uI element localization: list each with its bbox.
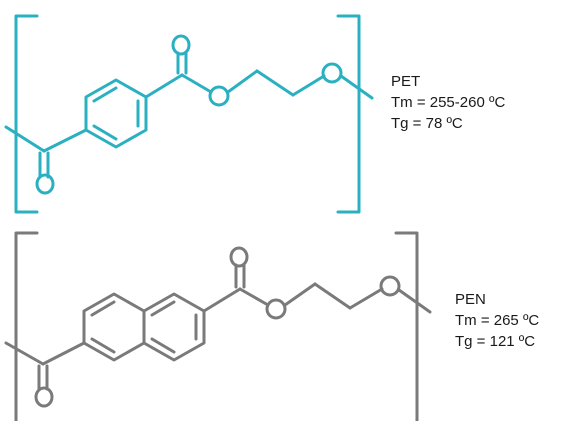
pet-melting-temperature: Tm = 255-260 ºC [391,94,506,111]
pen-right-bond [397,288,432,314]
pen-ester-oxygen [265,298,287,320]
pet-carbonyl-ring-bond-left [42,128,88,153]
pet-ethylene-bond-2 [255,69,295,97]
pet-ring-inner-1 [92,86,118,103]
pen-left-bracket [14,231,39,421]
pet-name: PET [391,73,421,90]
pen-ester-bond [238,287,270,307]
pet-ester-oxygen [208,85,230,107]
pen-glass-transition-temperature: Tg = 121 ºC [455,333,536,350]
pen-ethylene-bond-1 [283,282,317,307]
pen-left-bond [4,341,45,366]
pen-carbonyl-oxygen-left [34,386,54,408]
pen-carbonyl-oxygen-right [229,246,249,268]
pet-right-bracket [336,14,361,214]
pet-right-bond [339,74,374,100]
pet-ether-oxygen [321,62,343,84]
pen-ether-oxygen [379,275,401,297]
pet-left-bracket [14,14,39,214]
pen-right-ring-inner-3 [150,337,176,354]
pen-melting-temperature: Tm = 265 ºC [455,312,540,329]
pen-right-ring-inner-1 [150,300,176,317]
pet-ring-carbonyl-bond-right [144,73,184,99]
pet-ethylene-bond-3 [291,74,326,97]
pet-left-bond [4,125,46,153]
pet-glass-transition-temperature: Tg = 78 ºC [391,115,463,132]
pen-left-ring-inner-2 [90,337,116,354]
pen-structure [4,231,432,421]
pen-ring-carbonyl-bond-right [202,287,242,313]
pen-name: PEN [455,291,486,308]
pen-left-ring-inner-1 [90,300,116,317]
pen-naphthalene-ring-left [82,292,146,362]
pen-properties: PEN Tm = 265 ºC Tg = 121 ºC [455,289,539,352]
pen-carbonyl-ring-bond-left [41,341,86,366]
pet-ring-inner-3 [92,124,118,141]
pen-right-bracket [394,231,419,421]
pen-ethylene-bond-3 [348,287,384,310]
pet-ethylene-bond-1 [226,69,259,94]
pet-structure [4,14,374,214]
pet-properties: PET Tm = 255-260 ºC Tg = 78 ºC [391,71,505,134]
pet-carbonyl-oxygen-right [171,34,191,56]
pet-carbonyl-oxygen-left [35,173,55,195]
pet-ester-bond [180,73,213,94]
pen-ethylene-bond-2 [313,282,352,310]
